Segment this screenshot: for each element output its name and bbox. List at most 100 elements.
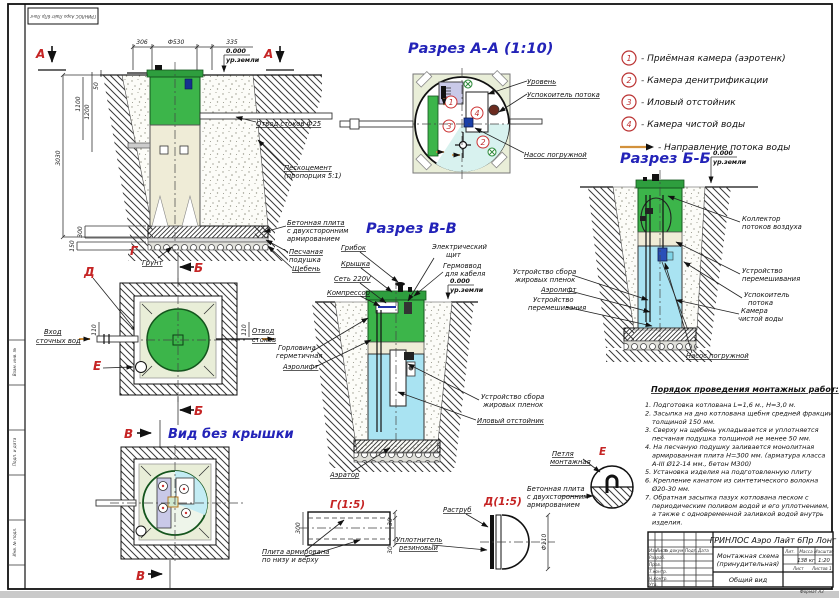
callout-beton-3: армированием: [527, 501, 580, 509]
title-view-no-lid: Вид без крышки: [168, 427, 294, 442]
callout-level: Уровень: [527, 78, 556, 86]
legend-flow: - Направление потока воды: [620, 143, 790, 153]
instruction-line: периодическим поливом водой и его уплотн…: [652, 502, 829, 510]
tb-razrab: Разраб.: [649, 555, 665, 560]
callout-kamera: Камера: [741, 307, 768, 315]
callout-bb-sbor: Устройство сбора: [513, 268, 576, 276]
aa-green-strip: [427, 95, 439, 157]
plan-lug-circle: [135, 361, 147, 373]
aa-flow-arrows: [436, 98, 461, 158]
svg-text:ур.земли: ур.земли: [713, 159, 747, 166]
title-block: Изм. Лист № докум. Подп. Дата Разраб. Пр…: [647, 531, 837, 594]
legend-text-1: - Приёмная камера (аэротенк): [641, 54, 786, 64]
callout-bb-sbor-2: жировых пленок: [514, 276, 576, 284]
label-outlet-1: Отвод: [252, 327, 274, 335]
marker-a-label: А: [35, 47, 45, 61]
callout-bb-peremesh: Устройство: [533, 296, 574, 304]
callout-gorlovina-2: герметичная: [276, 352, 322, 360]
instruction-line: 2. Засыпка на дно котлована щебня средне…: [645, 409, 833, 417]
instruction-line: 5. Установка изделия на подготовленную п…: [645, 468, 812, 476]
section-marker-v-top: В: [124, 420, 161, 448]
section-bb-view: Разрез Б-Б 0.000 ур.земли Устройство сбо…: [513, 150, 802, 362]
detail-g: Г(1:5) 30 30 300 Плита армирована по низ…: [262, 499, 398, 564]
detail-d: Д(1:5) Ф110 Раструб Уплотнитель резиновы…: [396, 496, 555, 572]
instructions-title: Порядок проведения монтажных работ:: [651, 384, 839, 394]
dim-50: 50: [93, 82, 100, 90]
dim-1200: 1200: [84, 104, 91, 119]
tb-product: ГРИНЛОС Аэро Лайт 6Пр Лонг: [710, 536, 837, 545]
sheet-format: Формат А3: [800, 589, 824, 594]
svg-text:3: 3: [446, 122, 451, 131]
svg-text:ур.земли: ур.земли: [450, 287, 484, 294]
outlet-pipe: [199, 112, 333, 120]
marker-e-label: Е: [93, 359, 102, 373]
tb-docname: Монтажная схема: [717, 552, 779, 560]
legend-text-2: - Камера денитрификации: [641, 76, 768, 86]
tb-lit: Лит.: [784, 549, 795, 554]
dim-150: 150: [69, 240, 76, 252]
callout-kompressor: Компрессор: [327, 289, 370, 297]
marker-g: Г: [130, 244, 139, 258]
svg-text:4: 4: [626, 120, 631, 129]
plan-inlet-pipe: [96, 335, 139, 343]
svg-text:0.000: 0.000: [713, 150, 734, 157]
callout-grunt: Грунт: [142, 259, 164, 267]
aa-left-pipe: [339, 120, 414, 128]
callout-germovvod-2: для кабеля: [444, 270, 485, 278]
aa-vent-icons: [463, 79, 497, 157]
section-marker-v-bottom: В: [136, 560, 171, 588]
strip-label: Инв. № подл.: [12, 528, 17, 557]
front-callouts: Отвод стоков Ф25 Пескоцемент (пропорция …: [130, 116, 348, 273]
dim-110-left: 110: [91, 324, 98, 336]
legend-item-3: 3 - Иловый отстойник: [621, 94, 736, 110]
vv-tank: [365, 280, 427, 455]
marker-a-label: А: [263, 47, 273, 61]
marker-v-label: В: [124, 427, 133, 441]
instruction-line: 4. На песчаную подушку заливается моноли…: [645, 443, 814, 451]
callout-plita-3: армированием: [287, 235, 340, 243]
sand-cushion: [147, 237, 269, 243]
instruction-line: 6. Крепление канатом из синтетического в…: [645, 477, 818, 485]
ground-hatch-left: [103, 75, 153, 253]
detail-e-loop: [605, 474, 619, 493]
aa-chamber-numbers: 1 3 2 4: [442, 95, 490, 149]
tb-nkontr: Н.контр.: [649, 576, 668, 581]
vv-hatch-left: [312, 302, 357, 468]
tb-mass-value: 138 кг: [797, 558, 815, 564]
callout-kryshka: Крышка: [341, 260, 370, 268]
elevation-bb: 0.000 ур.земли: [708, 150, 747, 184]
callout-aerolift-vv: Аэролифт: [282, 363, 319, 371]
callout-vv-sbor: Устройство сбора: [481, 393, 544, 401]
callout-gribok: Грибок: [341, 244, 367, 252]
callout-peskocement-2: (пропорция 5:1): [284, 172, 341, 180]
strip-label: Взам. инв. №: [12, 347, 17, 376]
marker-b-label: Б: [194, 261, 203, 275]
detail-g-title: Г(1:5): [330, 499, 365, 511]
plan-view: 110 110 Вход сточных вод Отвод стоков Е …: [36, 278, 276, 425]
section-aa-view: Разрез А-А (1:10) 1 3 2 4 Уро: [339, 41, 600, 180]
tank-front: [127, 62, 204, 252]
callout-kollektor: Коллектор: [742, 215, 780, 223]
callout-plita-arm: Плита армирована: [262, 548, 329, 556]
dim-300: 300: [77, 226, 84, 238]
svg-text:3: 3: [626, 98, 631, 107]
ground-hatch-right: [253, 75, 322, 253]
legend-flow-text: - Направление потока воды: [658, 143, 790, 153]
instruction-line: толщиной 150 мм.: [652, 418, 715, 426]
bb-pump: [657, 247, 668, 262]
tb-prov: Пров.: [649, 562, 661, 567]
dim-1100: 1100: [75, 96, 82, 111]
aa-aerator: [455, 132, 471, 158]
elevation-ground: ур.земли: [226, 57, 260, 64]
vv-hatch-bottom: [340, 462, 452, 472]
legend: 1 - Приёмная камера (аэротенк) 2 - Камер…: [620, 50, 790, 153]
callout-plita-2: с двухсторонним: [287, 227, 348, 235]
tb-doc: № докум.: [663, 548, 685, 553]
aa-pump: [463, 117, 474, 128]
instruction-line: Ø20-30 мм.: [651, 485, 690, 493]
marker-b-label: Б: [194, 404, 203, 418]
instruction-line: 1. Подготовка котлована L=1,6 м., Н=3,0 …: [645, 401, 796, 409]
callout-pump-aa: Насос погружной: [524, 151, 587, 159]
callout-bb-aerolift: Аэролифт: [540, 286, 577, 294]
